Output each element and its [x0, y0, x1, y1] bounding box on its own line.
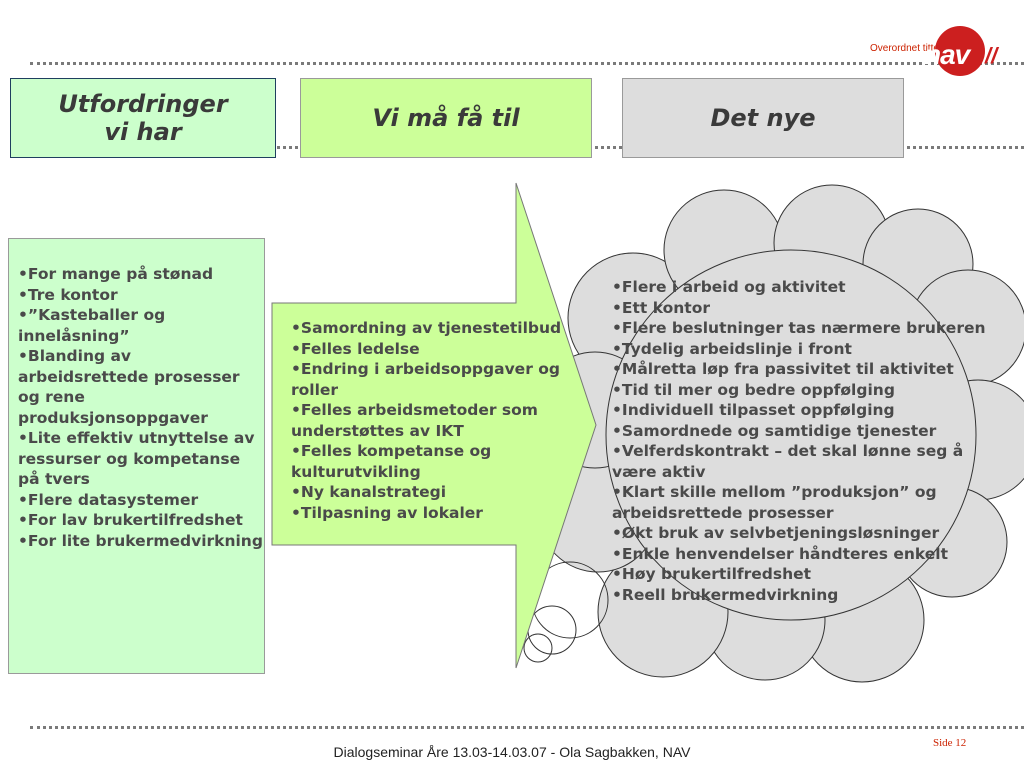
list-item: ”Kasteballer og innelåsning” — [18, 305, 264, 346]
list-item: Velferdskontrakt – det skal lønne seg å … — [612, 441, 992, 482]
header-the-new-label: Det nye — [710, 104, 816, 132]
list-item: Lite effektiv utnyttelse av ressurser og… — [18, 428, 264, 490]
list-item: Tre kontor — [18, 285, 264, 306]
list-item: Flere beslutninger tas nærmere brukeren — [612, 318, 992, 339]
list-item: Tid til mer og bedre oppfølging — [612, 380, 992, 401]
footer-text: Dialogseminar Åre 13.03-14.03.07 - Ola S… — [333, 744, 691, 760]
list-item: Individuell tilpasset oppfølging — [612, 400, 992, 421]
list-item: Blanding av arbeidsrettede prosesser og … — [18, 346, 264, 428]
the-new-list: Flere i arbeid og aktivitet Ett kontor F… — [612, 277, 992, 605]
list-item: Tilpasning av lokaler — [291, 503, 576, 524]
must-achieve-list: Samordning av tjenestetilbud Felles lede… — [291, 318, 576, 523]
list-item: Klart skille mellom ”produksjon” og arbe… — [612, 482, 992, 523]
list-item: Felles ledelse — [291, 339, 576, 360]
list-item: Felles arbeidsmetoder som understøttes a… — [291, 400, 576, 441]
list-item: Økt bruk av selvbetjeningsløsninger — [612, 523, 992, 544]
list-item: Flere datasystemer — [18, 490, 264, 511]
list-item: For lav brukertilfredshet — [18, 510, 264, 531]
list-item: Samordning av tjenestetilbud — [291, 318, 576, 339]
page-number: Side 12 — [933, 737, 967, 749]
nav-logo-wordmark: nav — [924, 39, 970, 70]
list-item: Flere i arbeid og aktivitet — [612, 277, 992, 298]
list-item: Høy brukertilfredshet — [612, 564, 992, 585]
list-item: Reell brukermedvirkning — [612, 585, 992, 606]
bottom-dotted-divider — [30, 726, 1024, 729]
list-item: Endring i arbeidsoppgaver og roller — [291, 359, 576, 400]
list-item: Tydelig arbeidslinje i front — [612, 339, 992, 360]
challenges-box: For mange på stønad Tre kontor ”Kastebal… — [8, 238, 265, 674]
header-the-new: Det nye — [622, 78, 904, 158]
header-challenges-label: Utfordringer vi har — [58, 90, 228, 146]
header-must-achieve: Vi må få til — [300, 78, 592, 158]
header-challenges: Utfordringer vi har — [10, 78, 276, 158]
list-item: Ett kontor — [612, 298, 992, 319]
list-item: For lite brukermedvirkning — [18, 531, 264, 552]
challenges-list: For mange på stønad Tre kontor ”Kastebal… — [18, 264, 264, 551]
list-item: Målretta løp fra passivitet til aktivite… — [612, 359, 992, 380]
header-must-achieve-label: Vi må få til — [372, 104, 520, 132]
nav-logo-slashes: // — [985, 43, 998, 68]
list-item: Ny kanalstrategi — [291, 482, 576, 503]
list-item: Felles kompetanse og kulturutvikling — [291, 441, 576, 482]
nav-logo-circle — [935, 26, 985, 76]
list-item: For mange på stønad — [18, 264, 264, 285]
logo-subtitle: Overordnet tittel — [870, 43, 942, 54]
top-dotted-divider — [30, 62, 1024, 65]
list-item: Enkle henvendelser håndteres enkelt — [612, 544, 992, 565]
list-item: Samordnede og samtidige tjenester — [612, 421, 992, 442]
